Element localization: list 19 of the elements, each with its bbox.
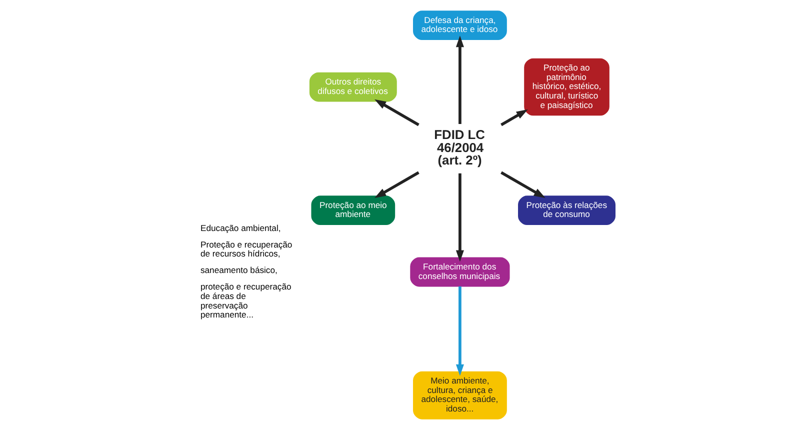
node-box: Fortalecimento dos conselhos municipais [410,257,510,287]
node-text: FDID LC 46/2004 (art. 2º) [434,126,485,168]
label: saneamento básico, [200,265,278,276]
label: Proteção e recuperação de recursos hídricos, [200,239,292,259]
arrow [456,36,464,124]
label: proteção e recuperação de áreas de preservação permanente... [200,282,292,320]
label: Educação ambiental, [200,222,281,233]
arrow [374,171,420,198]
node-box: Meio ambiente, cultura, criança e adolescente, saúde, idoso... [413,371,507,420]
arrow [456,286,464,376]
node-box: Proteção às relações de consumo [518,196,616,226]
node-box: Proteção ao meio ambiente [311,196,396,226]
node-box: Defesa da criança, adolescente e idoso [413,10,507,40]
arrow [500,171,546,198]
node-box: Outros direitos difusos e coletivos [309,72,397,102]
arrow [374,99,420,126]
arrow [456,173,464,262]
arrow [500,109,528,126]
node-box: Proteção ao patrimônio histórico, estético, cultural, turístico e paisagístico [524,58,610,116]
